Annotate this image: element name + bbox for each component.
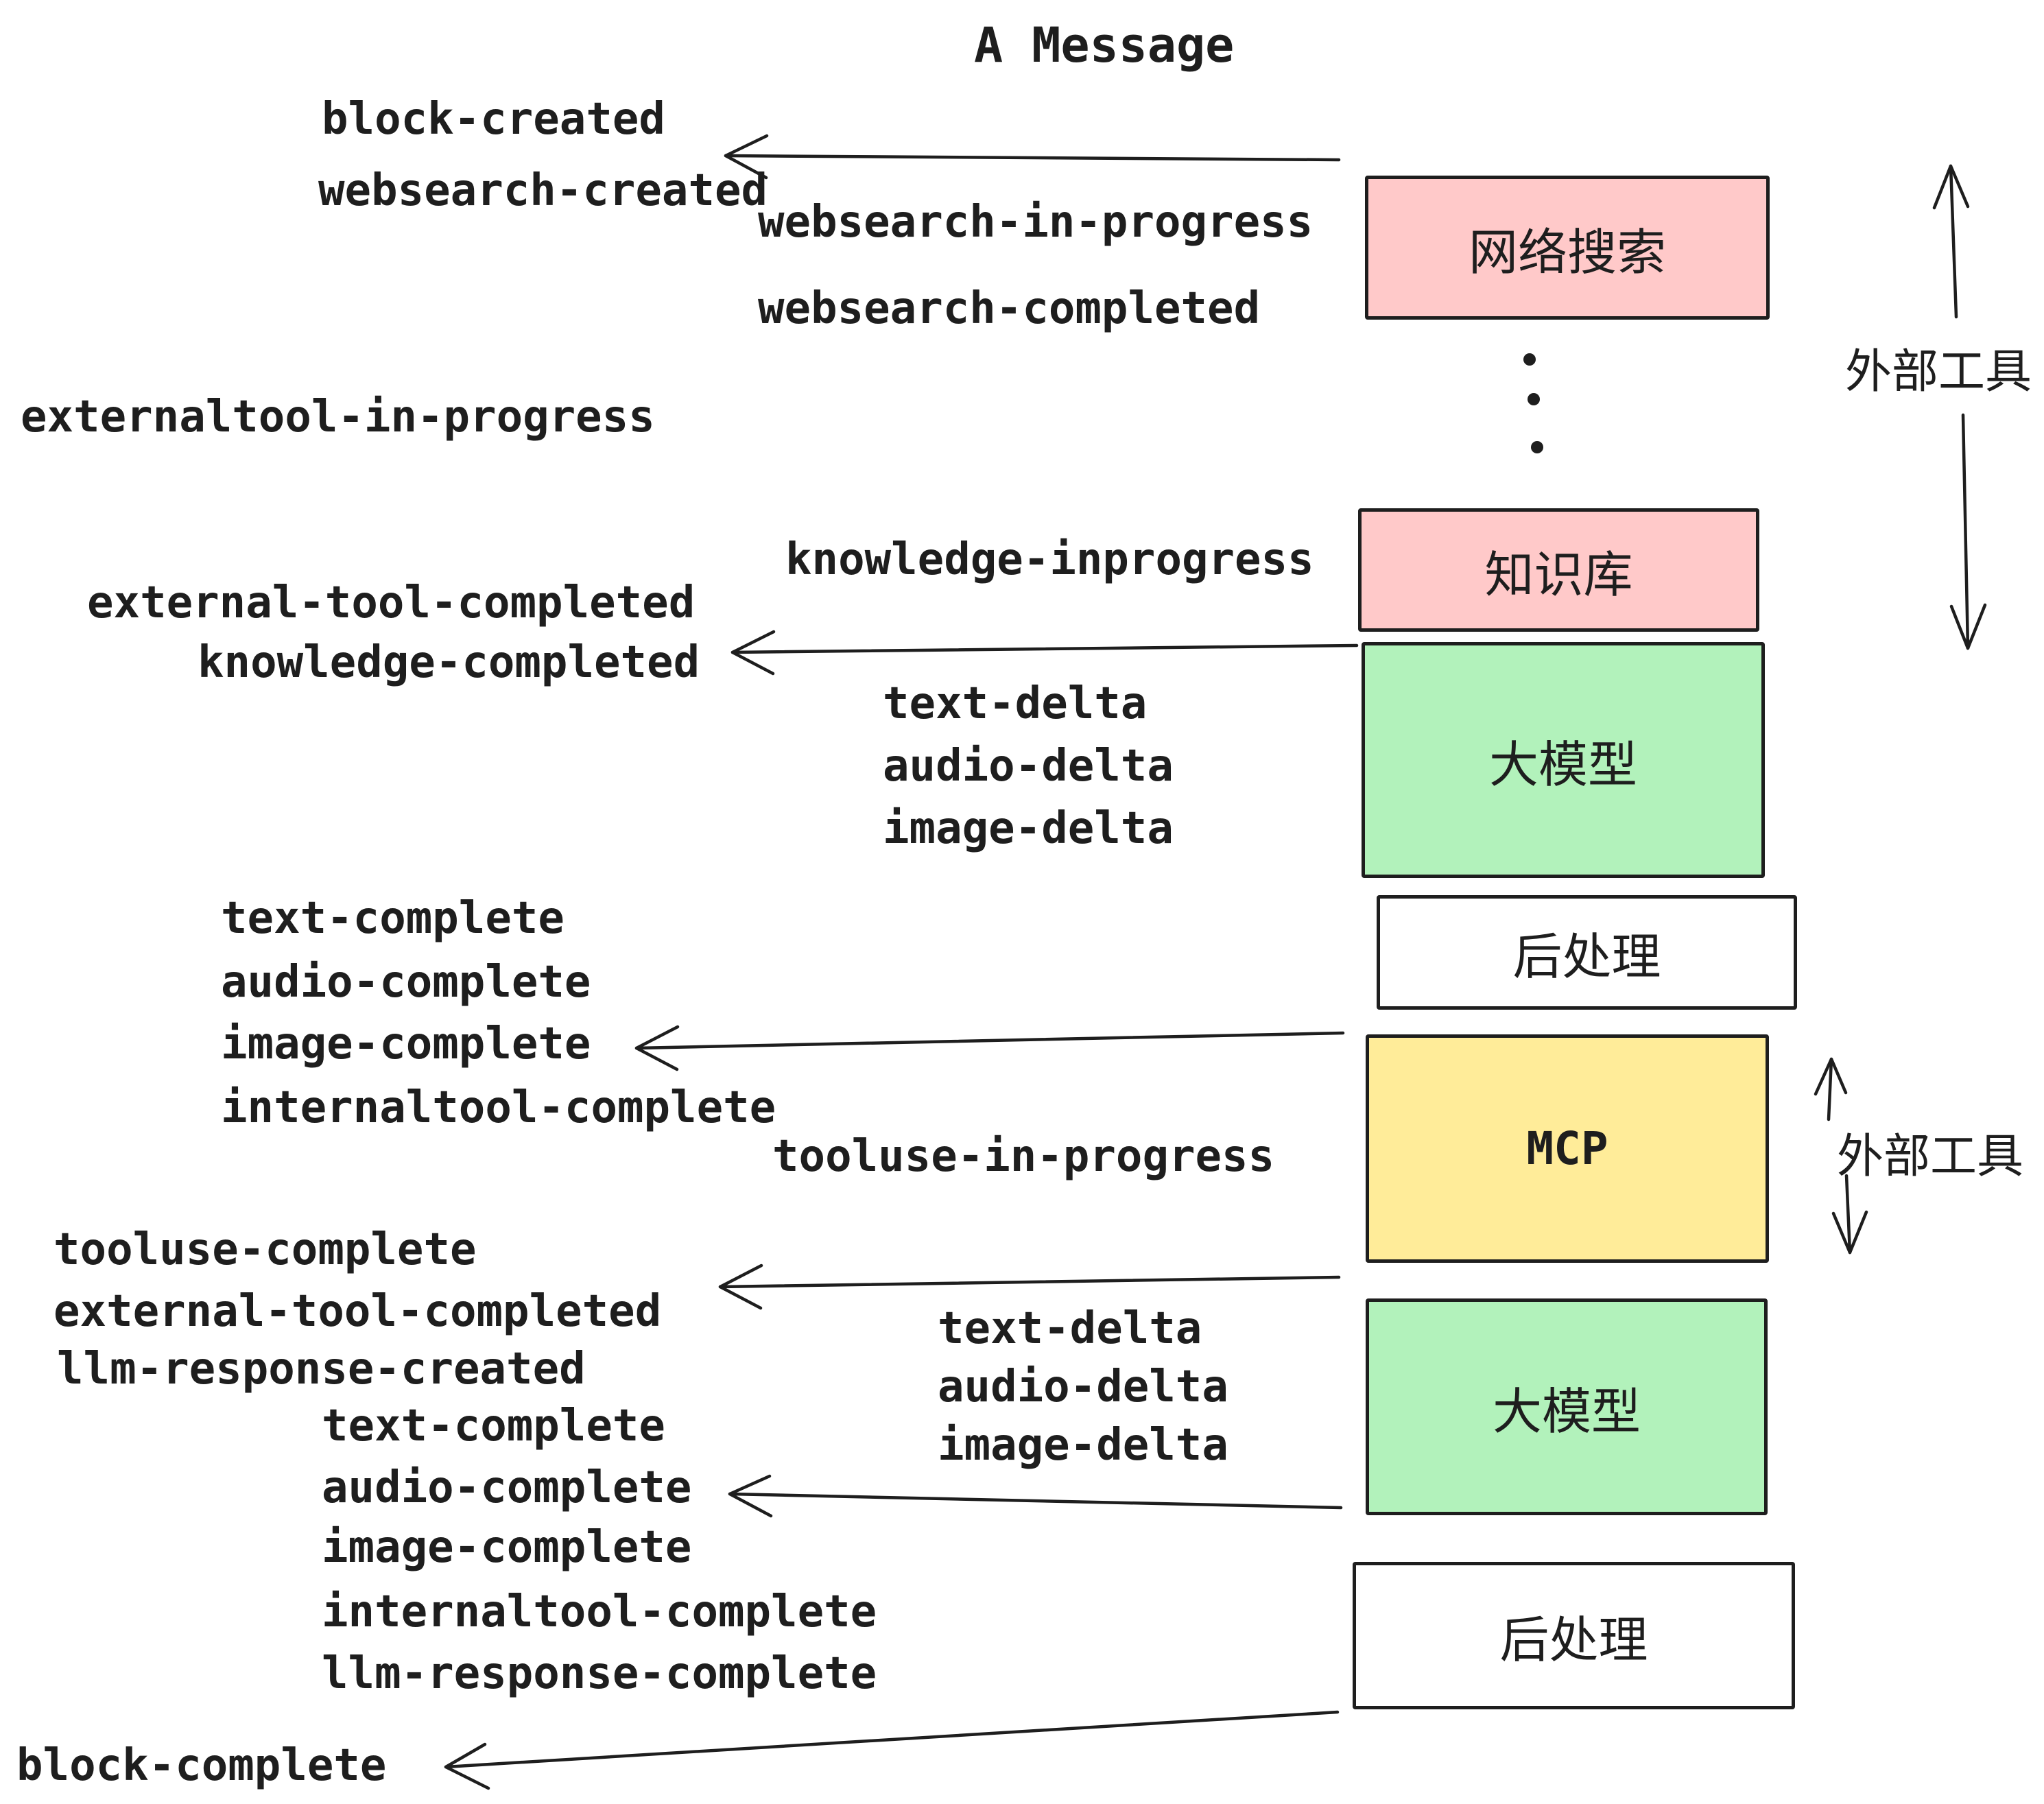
event-label-external-tool-completed: external-tool-completed [87, 578, 696, 628]
diagram-title: A Message [974, 17, 1235, 73]
event-label-image-delta-2: image-delta [938, 1420, 1228, 1471]
box-knowledge-label: 知识库 [1484, 545, 1633, 604]
external-tools-up-arrow-2 [1814, 1057, 1848, 1121]
box-postprocess-2-label: 后处理 [1499, 1611, 1648, 1669]
event-label-block-created: block-created [322, 94, 665, 145]
event-label-audio-complete-2: audio-complete [322, 1462, 692, 1513]
event-label-text-complete-1: text-complete [221, 893, 565, 944]
box-postprocess-1: 后处理 [1377, 895, 1797, 1010]
external-tools-label-1: 外部工具 [1845, 345, 2032, 399]
event-label-websearch-completed: websearch-completed [758, 283, 1261, 334]
event-label-audio-delta-1: audio-delta [883, 741, 1174, 792]
arrow-to-block-complete [444, 1710, 1340, 1790]
arrow-to-tooluse-complete [718, 1263, 1341, 1310]
arrow-to-audio-complete [728, 1474, 1343, 1518]
arrow-to-knowledge-completed [730, 630, 1359, 676]
event-label-tooluse-complete: tooluse-complete [54, 1224, 477, 1275]
box-postprocess-1-label: 后处理 [1512, 928, 1661, 986]
box-llm-2: 大模型 [1366, 1298, 1768, 1515]
event-label-text-delta-2: text-delta [938, 1303, 1202, 1354]
arrow-to-image-complete [634, 1025, 1345, 1071]
external-tools-down-arrow-2 [1831, 1174, 1868, 1255]
event-label-image-complete-2: image-complete [322, 1522, 692, 1573]
event-label-externaltool-in-progress: externaltool-in-progress [21, 392, 655, 442]
event-label-internaltool-complete-2: internaltool-complete [322, 1587, 877, 1637]
box-mcp: MCP [1366, 1034, 1769, 1263]
arrow-websearch-to-block-created [724, 134, 1341, 180]
box-mcp-label: MCP [1526, 1122, 1608, 1175]
event-label-audio-complete-1: audio-complete [221, 957, 591, 1008]
box-llm-2-label: 大模型 [1492, 1382, 1641, 1440]
external-tools-down-arrow-1 [1949, 413, 1987, 650]
event-label-audio-delta-2: audio-delta [938, 1362, 1228, 1412]
event-label-knowledge-inprogress: knowledge-inprogress [785, 534, 1314, 585]
box-websearch: 网络搜索 [1365, 176, 1770, 320]
event-label-knowledge-completed: knowledge-completed [198, 637, 700, 688]
event-label-block-complete: block-complete [16, 1740, 387, 1791]
event-label-external-tool-completed-2: external-tool-completed [54, 1286, 662, 1337]
event-label-text-complete-2: text-complete [322, 1401, 665, 1451]
event-label-tooluse-in-progress: tooluse-in-progress [772, 1131, 1275, 1182]
box-postprocess-2: 后处理 [1353, 1562, 1795, 1709]
event-label-llm-response-created: llm-response-created [57, 1344, 586, 1394]
box-knowledge: 知识库 [1358, 508, 1759, 632]
event-label-websearch-created: websearch-created [318, 165, 768, 216]
event-label-internaltool-complete-1: internaltool-complete [221, 1082, 776, 1133]
event-label-llm-response-complete: llm-response-complete [322, 1648, 877, 1699]
event-label-text-delta-1: text-delta [883, 678, 1148, 729]
vertical-ellipsis-dots [1523, 353, 1543, 453]
event-label-websearch-in-progress: websearch-in-progress [758, 197, 1314, 248]
external-tools-label-2: 外部工具 [1837, 1130, 2024, 1184]
event-label-image-complete-1: image-complete [221, 1019, 591, 1069]
external-tools-up-arrow-1 [1932, 164, 1970, 319]
event-label-image-delta-1: image-delta [883, 803, 1174, 854]
box-llm-1: 大模型 [1362, 642, 1765, 878]
box-websearch-label: 网络搜索 [1468, 223, 1666, 281]
box-llm-1-label: 大模型 [1488, 735, 1637, 794]
